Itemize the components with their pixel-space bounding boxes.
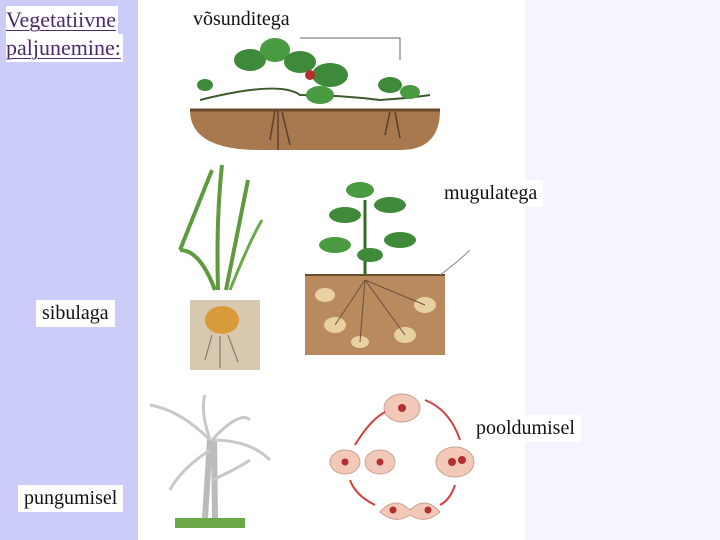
label-division: pooldumisel [470, 415, 581, 442]
cell-division-illustration [329, 393, 475, 520]
right-background-band [525, 0, 720, 540]
label-bulb: sibulaga [36, 300, 115, 327]
label-tubers: mugulatega [438, 180, 544, 207]
onion-bulb-illustration [178, 164, 264, 370]
label-budding: pungumisel [18, 485, 124, 512]
sidebar-band [0, 0, 138, 540]
slide-title: Vegetatiivne paljunemine: [6, 6, 123, 62]
label-runners: võsunditega [187, 6, 296, 33]
title-line-2: paljunemine: [6, 34, 123, 62]
strawberry-runners-illustration [190, 37, 440, 150]
potato-tubers-illustration [305, 182, 471, 355]
title-line-1: Vegetatiivne [6, 6, 118, 34]
hydra-budding-illustration [149, 394, 272, 528]
